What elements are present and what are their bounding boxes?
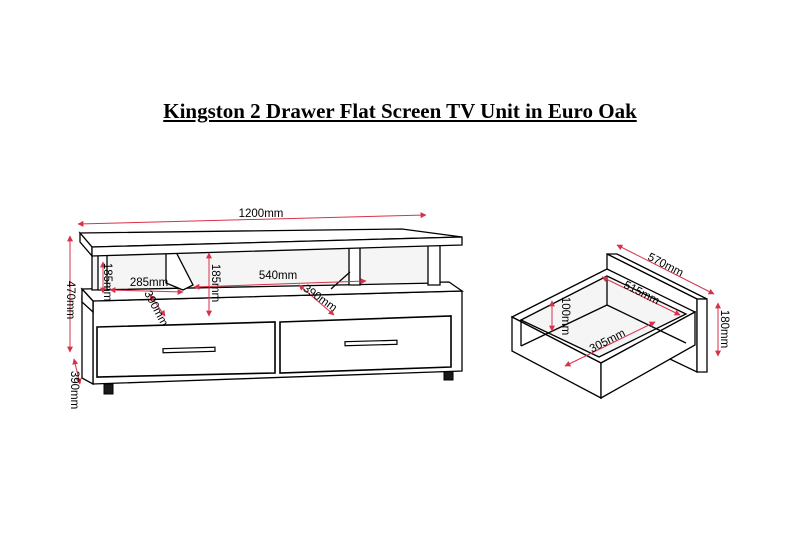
height-label: 470mm [64, 281, 76, 319]
width-label: 1200mm [239, 208, 284, 220]
tv-unit-drawing: 1200mm 470mm 390mm 185mm 285mm 390mm 185… [64, 208, 465, 409]
top-board-front [91, 236, 463, 257]
side-shelf-width-label: 285mm [130, 277, 168, 289]
right-divider [348, 246, 361, 286]
center-shelf-height-label: 185mm [209, 264, 221, 302]
drawer-front-edge [696, 298, 708, 373]
side-shelf-depth-arrow [149, 294, 166, 317]
front-right-leg [443, 370, 454, 381]
depth-arrow [72, 358, 82, 385]
center-shelf-depth-arrow [298, 284, 335, 316]
center-shelf-width-arrow [193, 278, 367, 290]
right-drawer-handle [344, 339, 398, 347]
middle-shelf-edge [81, 287, 94, 314]
side-shelf-height-label: 185mm [101, 263, 113, 301]
front-left-leg [103, 383, 114, 395]
side-shelf-width-arrow [109, 287, 184, 295]
inner-height-label: 100mm [559, 297, 571, 335]
drawer-inner-floor-left [520, 304, 608, 347]
outer-depth-arrow [616, 244, 715, 295]
outer-height-label: 180mm [718, 310, 730, 348]
center-shelf-width-label: 540mm [259, 270, 297, 282]
diagram-title: Kingston 2 Drawer Flat Screen TV Unit in… [163, 99, 637, 123]
drawer-drawing: 570mm 180mm 515mm 100mm 305mm [510, 244, 730, 400]
inner-width-arrow [564, 321, 656, 367]
right-end-post [427, 241, 441, 286]
left-drawer-handle [162, 346, 216, 354]
inner-depth-arrow [601, 276, 681, 316]
width-arrow [77, 212, 427, 227]
depth-label: 390mm [68, 371, 80, 409]
